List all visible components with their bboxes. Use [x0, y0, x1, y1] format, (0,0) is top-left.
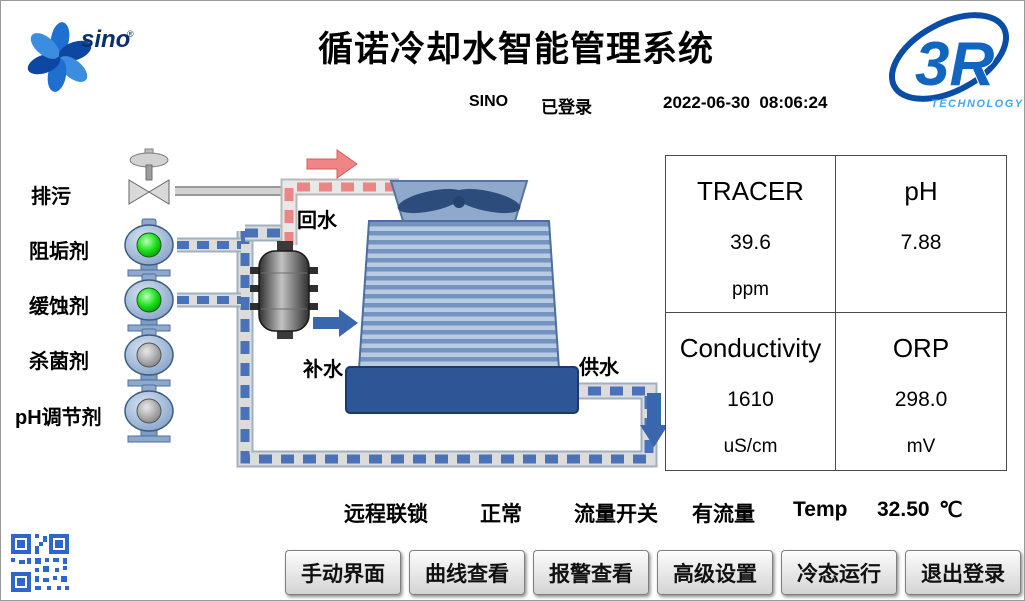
measurement-label: Conductivity: [679, 333, 822, 363]
3r-technology-logo: 3R TECHNOLOGY: [888, 12, 1024, 110]
fan-blade-icon: [453, 188, 521, 214]
label-ph-adjuster: pH调节剂: [15, 407, 102, 429]
pump-status-light: [136, 398, 162, 424]
datetime: 2022-06-30 08:06:24: [663, 93, 828, 112]
label-blowdown: 排污: [31, 186, 71, 208]
label-return-water: 回水: [297, 210, 337, 232]
logout-button[interactable]: 退出登录: [905, 550, 1021, 595]
measurement-unit: uS/cm: [723, 436, 778, 457]
filter-vessel: [250, 241, 318, 339]
measurement-conductivity: Conductivity 1610 uS/cm: [666, 313, 836, 470]
temp-unit: ℃: [939, 499, 963, 522]
measurement-value: 298.0: [894, 388, 948, 411]
measurement-tracer: TRACER 39.6 ppm: [666, 156, 836, 313]
dosing-pump-corrosion-inhibitor[interactable]: [124, 273, 174, 332]
measurement-unit: ppm: [732, 279, 769, 300]
dosing-pump-ph-adjuster[interactable]: [124, 384, 174, 443]
curve-view-button[interactable]: 曲线查看: [409, 550, 525, 595]
flow-switch-label: 流量开关: [574, 503, 658, 526]
nav-button-bar: 手动界面 曲线查看 报警查看 高级设置 冷态运行 退出登录: [285, 550, 1021, 595]
measurement-label: TRACER: [697, 176, 804, 206]
makeup-flow-arrow: [313, 309, 358, 337]
flow-switch-value: 有流量: [692, 503, 755, 526]
label-corrosion-inhibitor: 缓蚀剂: [29, 296, 89, 318]
pump-status-light: [136, 287, 162, 313]
dosing-pump-scale-inhibitor[interactable]: [124, 218, 174, 277]
login-status: 已登录: [541, 98, 592, 117]
sino-pinwheel-icon: [27, 22, 92, 92]
username: SINO: [469, 93, 509, 110]
interlock-label: 远程联锁: [344, 503, 428, 526]
pump-status-light: [136, 342, 162, 368]
advanced-settings-button[interactable]: 高级设置: [657, 550, 773, 595]
cold-run-button[interactable]: 冷态运行: [781, 550, 897, 595]
pipe-return-water: [280, 178, 399, 245]
measurement-ph: pH 7.88: [836, 156, 1006, 313]
measurement-orp: ORP 298.0 mV: [836, 313, 1006, 470]
process-diagram: [124, 148, 668, 468]
supply-flow-arrow: [640, 393, 668, 447]
dosing-pump-biocide[interactable]: [124, 328, 174, 387]
sino-logo-text: sino: [81, 26, 130, 53]
fan-blade-icon: [397, 188, 465, 214]
measurement-value: 7.88: [900, 231, 942, 254]
label-supply-water: 供水: [579, 357, 619, 379]
temp-label: Temp: [793, 498, 848, 521]
temp-value: 32.50: [877, 498, 930, 521]
sino-logo: sino ®: [27, 22, 134, 92]
manual-screen-button[interactable]: 手动界面: [285, 550, 401, 595]
measurement-unit: mV: [906, 436, 936, 457]
cooling-tower: [345, 180, 579, 414]
3r-swoosh-icon: [888, 12, 1010, 102]
alarm-view-button[interactable]: 报警查看: [533, 550, 649, 595]
measurement-value: 39.6: [730, 231, 771, 254]
label-makeup-water: 补水: [303, 359, 343, 381]
measurement-label: ORP: [892, 333, 950, 363]
pipe-circulation-loop: [236, 231, 658, 468]
label-scale-inhibitor: 阻垢剂: [29, 241, 89, 263]
pump-status-light: [136, 232, 162, 258]
page-title: 循诺冷却水智能管理系统: [317, 30, 714, 69]
3r-logo-text: 3R: [915, 30, 994, 99]
measurements-panel: TRACER 39.6 ppm pH 7.88 Conductivity 161…: [665, 155, 1007, 471]
qr-code: [9, 532, 71, 594]
3r-logo-subtext: TECHNOLOGY: [931, 98, 1024, 110]
blowdown-valve[interactable]: [128, 148, 170, 205]
label-biocide: 杀菌剂: [29, 351, 89, 373]
measurement-label: pH: [904, 176, 938, 206]
interlock-value: 正常: [480, 503, 522, 526]
measurement-value: 1610: [727, 388, 774, 411]
return-flow-arrow: [306, 149, 358, 179]
sino-registered-mark: ®: [127, 29, 134, 39]
tower-basin: [345, 366, 579, 414]
